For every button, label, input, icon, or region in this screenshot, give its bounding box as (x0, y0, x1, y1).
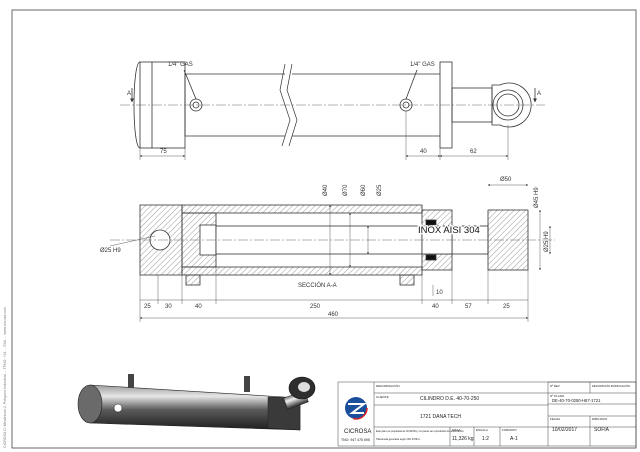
isometric-view (77, 374, 316, 431)
section-marker-right: A (537, 91, 541, 97)
left-diameter: Ø25 H9 (100, 248, 121, 254)
material-label: INOX AISI 304 (418, 225, 480, 236)
side-margin-note: CICROSA C/ Mecánicos 2, Polígono Industr… (3, 306, 7, 448)
company-phone: TNO: 947 475 695 (341, 438, 370, 442)
right-dim-3: Ø25 H9 (544, 231, 550, 252)
dim-small: 10 (436, 290, 443, 296)
title-block-text: CICROSA TNO: 947 475 695 DENOMINACIÓN CI… (341, 383, 630, 442)
plano-label: Nº PLANO (550, 394, 565, 398)
title-block (337, 381, 637, 447)
masa-value: 11,326 kg (452, 436, 474, 442)
formato-value: A-1 (510, 436, 518, 442)
plano-value: DE-40-70-0250-H67-1721 (552, 398, 601, 403)
dibujado-value: SOFIA (594, 427, 610, 433)
fecha-value: 10/02/2017 (552, 427, 577, 433)
dim-top-3: 62 (470, 149, 477, 155)
fecha-label: FECHA (550, 417, 560, 421)
dim-chain-6: 57 (465, 304, 472, 310)
total-length: 460 (328, 312, 339, 318)
diameter-1: Ø40 (323, 184, 329, 196)
rev-desc-label: DESCRIPCIÓN MODIFICACIÓN (592, 383, 630, 388)
rev-label: Nº REV. (550, 384, 560, 388)
top-view (120, 61, 545, 160)
dibujado-label: DIBUJADO (592, 417, 608, 421)
dim-chain-5: 40 (432, 304, 439, 310)
denominacion-label: DENOMINACIÓN (376, 383, 400, 388)
legal-text: Este plano es propiedad de CICROSA y no … (376, 430, 465, 433)
diameter-4: Ø25 (377, 184, 383, 196)
section-view (109, 184, 555, 322)
escala-label: ESCALA (476, 428, 488, 432)
dim-top-2: 40 (420, 149, 427, 155)
masa-label: MASA (452, 428, 461, 432)
dim-top-1: 75 (160, 149, 167, 155)
cliente-label: CLIENTE (376, 395, 389, 399)
port-label-left: 1/4" GAS (168, 62, 193, 68)
dim-chain-7: 25 (503, 304, 510, 310)
right-dim-1: Ø50 (500, 177, 512, 183)
dim-chain-4: 250 (310, 304, 321, 310)
section-view-labels: INOX AISI 304 SECCIÓN A-A Ø40 Ø70 Ø60 Ø2… (100, 177, 550, 318)
dim-chain-3: 40 (195, 304, 202, 310)
diameter-3: Ø60 (361, 184, 367, 196)
escala-value: 1:2 (482, 436, 489, 442)
fine-print: Tolerancias generales según ISO 2768-m (376, 438, 420, 441)
diameter-2: Ø70 (343, 184, 349, 196)
section-marker-left: A (127, 91, 131, 97)
right-dim-2: Ø45 H9 (534, 187, 540, 208)
sheet-frame (11, 9, 637, 449)
formato-label: FORMATO (502, 428, 517, 432)
top-view-labels: 1/4" GAS 1/4" GAS A A 75 40 62 (127, 62, 541, 155)
cliente-value: 1721 DANA TECH (420, 414, 461, 420)
denominacion-value: CILINDRO D.E. 40-70-250 (420, 396, 479, 402)
port-label-right: 1/4" GAS (410, 62, 435, 68)
dim-chain-1: 25 (144, 304, 151, 310)
company-name: CICROSA (344, 429, 371, 435)
dim-chain-2: 30 (165, 304, 172, 310)
section-title: SECCIÓN A-A (298, 282, 337, 289)
